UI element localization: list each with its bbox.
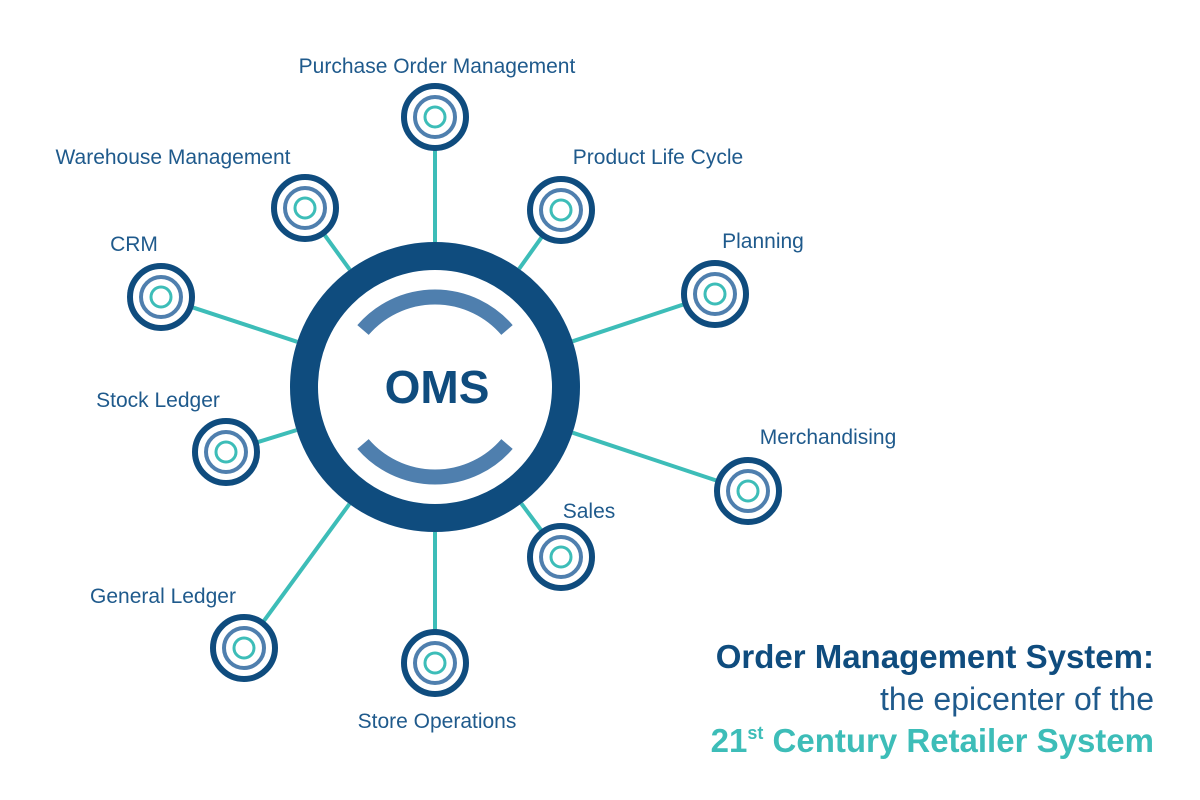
node-middle-ring	[222, 626, 266, 670]
node-sales	[527, 523, 595, 591]
node-middle-ring	[413, 95, 457, 139]
node-inner-ring	[423, 651, 447, 675]
node-inner-ring	[736, 479, 760, 503]
caption-superscript: st	[747, 723, 764, 743]
hub-bottom-arc	[357, 438, 513, 485]
caption-tagline-rest: Century Retailer System	[763, 722, 1155, 759]
node-label-purchase-order-management: Purchase Order Management	[299, 55, 576, 78]
node-label-store-operations: Store Operations	[358, 710, 517, 733]
node-label-general-ledger: General Ledger	[90, 585, 236, 608]
node-label-sales: Sales	[563, 500, 616, 523]
hub-label: OMS	[385, 361, 490, 413]
node-inner-ring	[293, 196, 317, 220]
connector-warehouse-management	[322, 233, 352, 271]
node-inner-ring	[549, 545, 573, 569]
node-middle-ring	[693, 272, 737, 316]
node-middle-ring	[413, 641, 457, 685]
connector-stock-ledger	[256, 428, 298, 445]
node-label-planning: Planning	[722, 230, 804, 253]
node-label-stock-ledger: Stock Ledger	[96, 389, 220, 412]
caption-tagline: 21st Century Retailer System	[711, 720, 1154, 762]
node-merchandising	[714, 457, 782, 525]
oms-hub: OMS	[290, 242, 580, 532]
node-label-merchandising: Merchandising	[760, 426, 897, 449]
node-inner-ring	[423, 105, 447, 129]
hub-top-arc	[357, 289, 513, 336]
node-crm	[127, 263, 195, 331]
connector-planning	[571, 302, 685, 344]
connector-product-life-cycle	[517, 235, 544, 271]
caption-title: Order Management System:	[715, 638, 1154, 675]
node-product-life-cycle	[527, 176, 595, 244]
node-general-ledger	[210, 614, 278, 682]
node-purchase-order-management	[401, 83, 469, 151]
node-middle-ring	[539, 188, 583, 232]
node-stock-ledger	[192, 418, 260, 486]
node-inner-ring	[232, 636, 256, 660]
connector-lines	[191, 150, 718, 630]
node-label-warehouse-management: Warehouse Management	[55, 146, 290, 169]
node-label-crm: CRM	[110, 233, 158, 256]
connector-general-ledger	[261, 502, 352, 623]
connector-merchandising	[571, 430, 718, 483]
node-middle-ring	[139, 275, 183, 319]
node-middle-ring	[726, 469, 770, 513]
node-inner-ring	[549, 198, 573, 222]
connector-crm	[191, 305, 298, 344]
node-inner-ring	[703, 282, 727, 306]
connector-sales	[519, 502, 544, 532]
diagram-caption: Order Management System: the epicenter o…	[711, 636, 1154, 762]
node-middle-ring	[539, 535, 583, 579]
caption-subtitle: the epicenter of the	[880, 681, 1154, 717]
node-label-product-life-cycle: Product Life Cycle	[573, 146, 743, 169]
node-middle-ring	[283, 186, 327, 230]
node-middle-ring	[204, 430, 248, 474]
node-planning	[681, 260, 749, 328]
node-store-operations	[401, 629, 469, 697]
node-inner-ring	[149, 285, 173, 309]
node-warehouse-management	[271, 174, 339, 242]
node-inner-ring	[214, 440, 238, 464]
caption-number: 21	[710, 722, 748, 759]
